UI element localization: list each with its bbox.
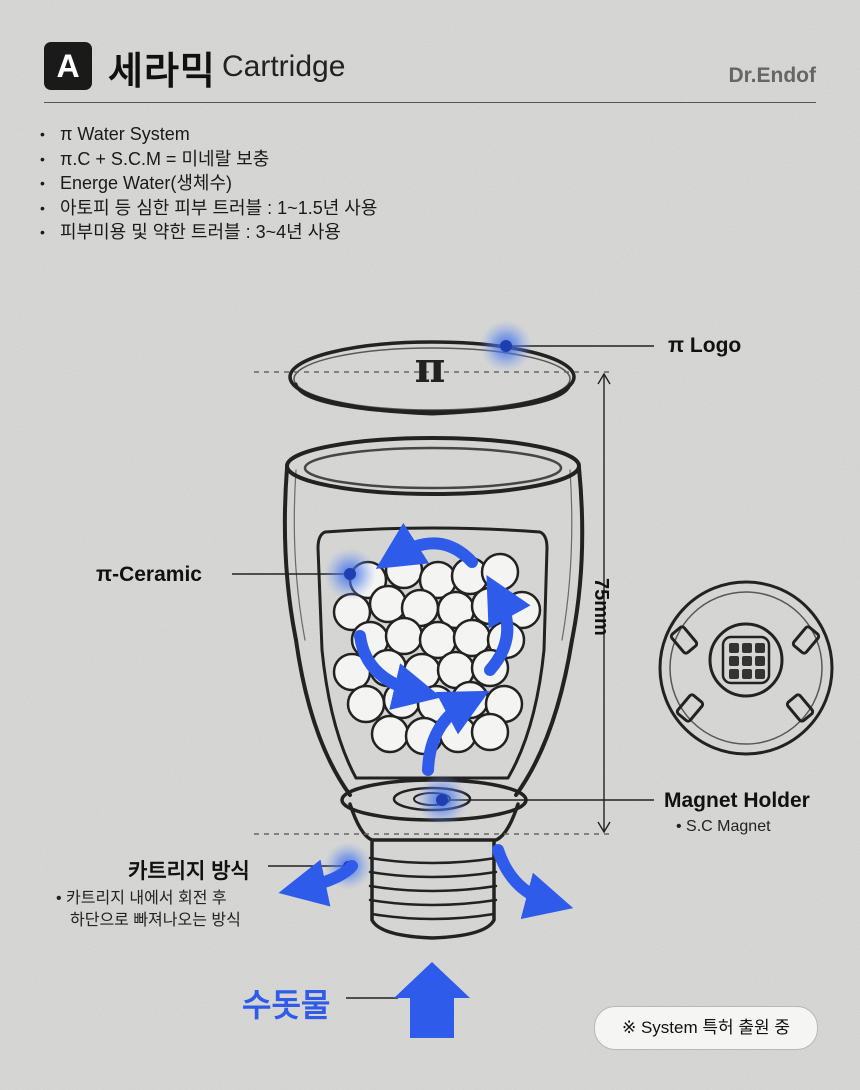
- spec-item: π.C + S.C.M = 미네랄 보충: [40, 147, 377, 172]
- callout-pi-ceramic: π-Ceramic: [96, 563, 202, 586]
- cartridge-cap: [288, 340, 576, 416]
- spec-item: 피부미용 및 약한 트러블 : 3~4년 사용: [40, 220, 377, 245]
- cartridge-desc-line-1: • 카트리지 내에서 회전 후: [56, 890, 227, 907]
- patent-note: ※ System 특허 출원 중: [594, 1006, 818, 1050]
- section-badge: A: [44, 42, 92, 90]
- header: A 세라믹 Cartridge Dr.Endof: [44, 40, 816, 103]
- page-title: 세라믹: [108, 51, 216, 93]
- callout-magnet-holder: Magnet Holder: [664, 789, 810, 812]
- brand-logo: Dr.Endof: [728, 64, 817, 87]
- cartridge-desc-text-1: 카트리지 내에서 회전 후: [66, 890, 227, 907]
- spec-item: Energe Water(생체수): [40, 171, 377, 196]
- spec-list: π Water System π.C + S.C.M = 미네랄 보충 Ener…: [40, 122, 377, 245]
- spec-item: π Water System: [40, 122, 377, 147]
- callout-magnet-sub: • S.C Magnet: [676, 818, 771, 835]
- cartridge-thread: [368, 840, 498, 940]
- magnet-sub-text: S.C Magnet: [686, 818, 771, 835]
- spec-item: 아토피 등 심한 피부 트러블 : 1~1.5년 사용: [40, 196, 377, 221]
- cartridge-body: [282, 436, 585, 797]
- cap-pi-logo: π: [415, 343, 446, 392]
- callout-cartridge-method: 카트리지 방식: [128, 860, 250, 883]
- cartridge-top-view: [658, 580, 834, 756]
- cartridge-desc-line-2: 하단으로 빠져나오는 방식: [70, 912, 241, 929]
- flow-arrows: [278, 522, 574, 920]
- tap-water-arrow: [394, 962, 470, 1038]
- callout-pi-logo: π Logo: [668, 334, 742, 357]
- tap-water-label: 수돗물: [242, 987, 331, 1023]
- dimension-line: [597, 372, 611, 834]
- dimension-label: 75mm: [590, 578, 612, 636]
- page-subtitle: Cartridge: [222, 50, 346, 83]
